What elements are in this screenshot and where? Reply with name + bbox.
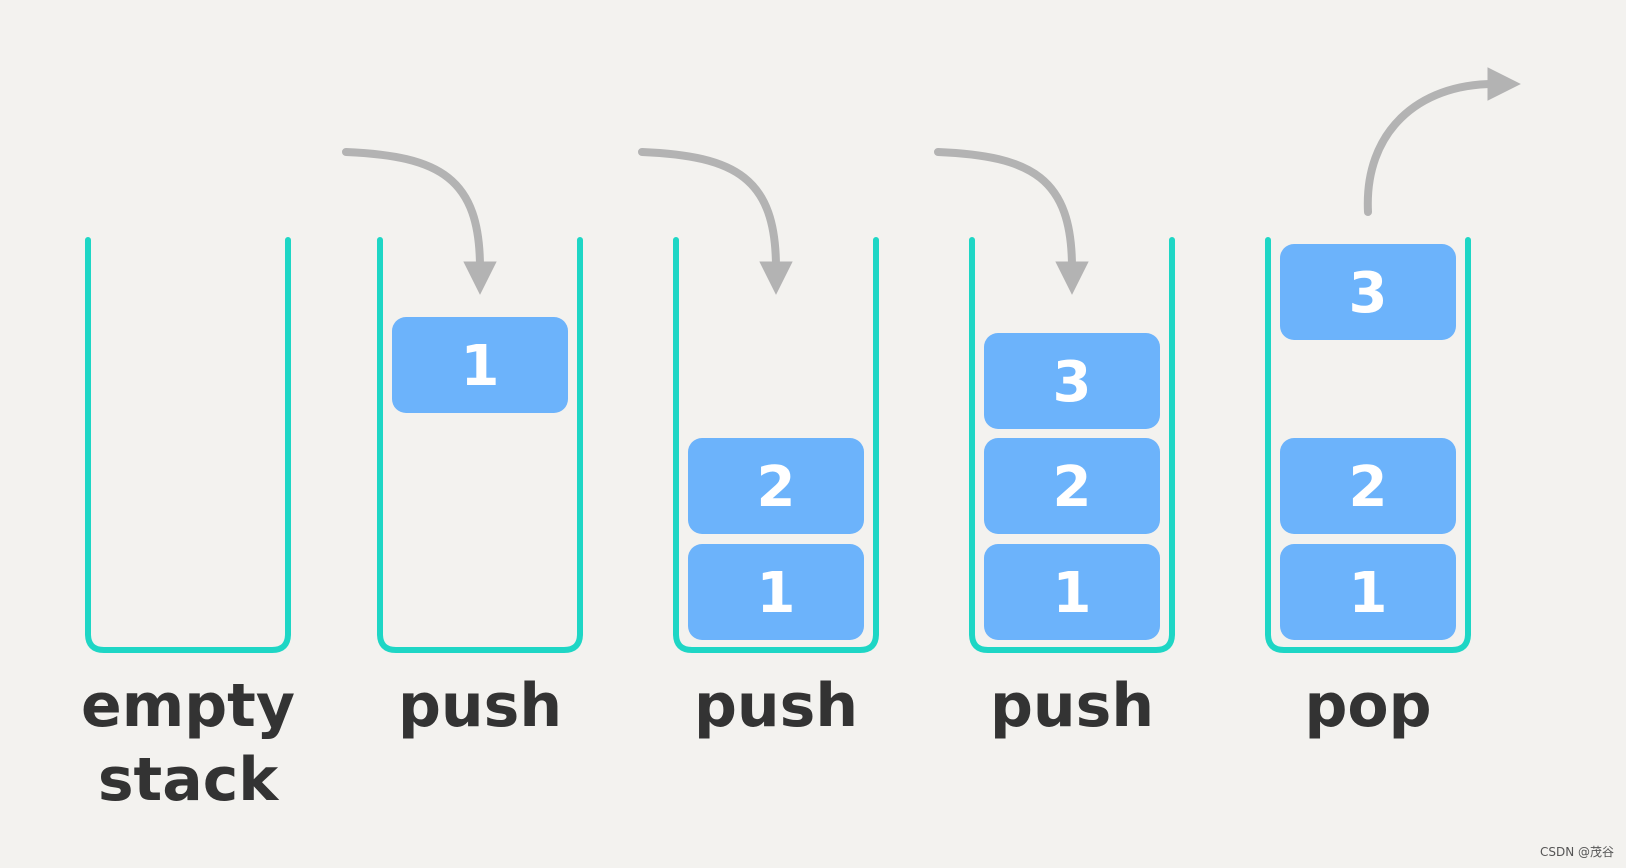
stack-block: 1 [984,544,1160,640]
push-arrow-icon [934,148,1089,295]
stack-block-value: 2 [1349,455,1388,520]
step-label: push [694,671,858,741]
stack-block-value: 2 [757,455,796,520]
stack-block-value: 2 [1053,455,1092,520]
stack-block-rect [984,438,1160,534]
stack-step-4: 1 2 3 push [934,148,1175,741]
stack-container [673,237,879,653]
stack-block: 1 [688,544,864,640]
push-arrow-icon [638,148,793,295]
stack-block-rect [984,333,1160,429]
stack-block: 3 [984,333,1160,429]
watermark-text: CSDN @茂谷 [1539,845,1614,859]
stack-block-rect [1280,544,1456,640]
pop-arrow-icon [1363,67,1521,216]
step-label: stack [98,745,280,815]
stack-block-rect [984,544,1160,640]
step-label: pop [1304,671,1431,741]
step-label: empty [81,671,295,741]
stack-block-value: 3 [1053,350,1092,415]
stack-block: 2 [1280,438,1456,534]
stack-container [85,237,291,653]
stack-container [969,237,1175,653]
stack-step-3: 1 2 push [638,148,879,741]
stack-container [377,237,583,653]
stack-block: 2 [688,438,864,534]
stack-block-rect [688,544,864,640]
step-label: push [398,671,562,741]
stack-block-value: 1 [461,334,500,399]
stack-block-rect [1280,244,1456,340]
stack-block-value: 3 [1349,261,1388,326]
stack-block-value: 1 [1349,561,1388,626]
stack-block: 1 [392,317,568,413]
stack-block-rect [688,438,864,534]
stack-block: 1 [1280,544,1456,640]
stack-container [1265,237,1471,653]
stack-block-rect [1280,438,1456,534]
push-arrow-icon [342,148,497,295]
stack-block-rect [392,317,568,413]
stack-block: 2 [984,438,1160,534]
stack-block: 3 [1280,244,1456,340]
stack-step-2: 1 push [342,148,583,741]
step-label: push [990,671,1154,741]
stack-step-5: 1 2 3 pop [1265,67,1521,741]
stack-block-value: 1 [1053,561,1092,626]
stack-block-value: 1 [757,561,796,626]
